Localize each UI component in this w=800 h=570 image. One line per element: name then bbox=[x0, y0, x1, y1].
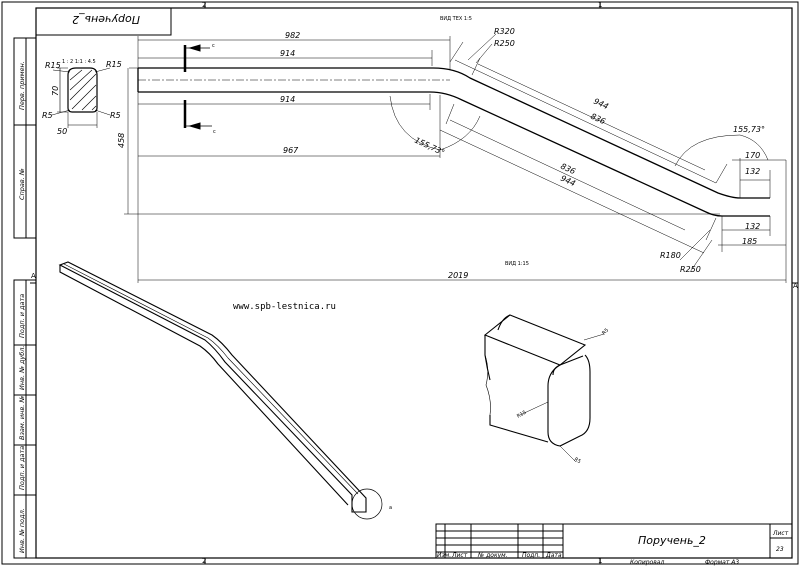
site-url: www.spb-lestnica.ru bbox=[233, 302, 336, 312]
dim-angle-right: 155,73° bbox=[733, 125, 765, 134]
strip-label-dupl: Инв. № дубл. bbox=[18, 346, 26, 390]
title-block bbox=[435, 523, 793, 559]
dim-132-bottom: 132 bbox=[745, 222, 760, 231]
top-view-note: ВИД ТЕХ 1:5 bbox=[440, 16, 472, 22]
scale-note: ВИД 1:15 bbox=[505, 261, 529, 267]
dimension-labels: 982 914 914 967 458 2019 ВИД 1:15 R320 R… bbox=[117, 27, 765, 280]
dim-angle-left: 155,73° bbox=[413, 136, 446, 158]
profile-section bbox=[51, 67, 111, 128]
zone-bottom-right: 1 bbox=[598, 557, 602, 565]
dim-967: 967 bbox=[283, 146, 299, 155]
strip-label-orig: Инв. № подл. bbox=[18, 508, 26, 553]
dim-914-top: 914 bbox=[280, 49, 295, 58]
handrail-side-view bbox=[137, 67, 770, 217]
dim-944-top: 944 bbox=[592, 97, 610, 112]
dim-944-bottom: 944 bbox=[559, 174, 577, 189]
title-block-col-change: Изм. bbox=[437, 552, 451, 559]
mirrored-title-box: Поручень_2 bbox=[35, 7, 172, 36]
section-width: 50 bbox=[57, 127, 67, 136]
cut-label-bottom: с bbox=[213, 129, 216, 135]
section-height: 70 bbox=[51, 86, 60, 96]
strip-label-replace: Взам. инв. № bbox=[18, 396, 26, 440]
detail-label-bottom: R5 bbox=[573, 457, 582, 466]
title-block-col-sheet: Лист bbox=[451, 552, 468, 559]
section-r-top-right: R15 bbox=[106, 60, 122, 69]
handrail-isometric-view bbox=[58, 261, 383, 520]
section-r-bottom-right: R5 bbox=[110, 111, 121, 120]
left-strip-labels: Перв. примен. Справ. № Подп. и дата Инв.… bbox=[18, 61, 26, 553]
section-note: 1 : 2 1:1 : 4.5 bbox=[62, 59, 96, 65]
title-block-col-doc: № докум. bbox=[477, 552, 508, 559]
dim-r180: R180 bbox=[660, 251, 681, 260]
zone-side-left: А bbox=[31, 272, 36, 280]
zone-markers: 2 1 2 1 А А bbox=[31, 1, 798, 565]
zone-side-right: А bbox=[793, 282, 798, 290]
title-block-col-date: Дата bbox=[545, 552, 562, 559]
dim-170: 170 bbox=[745, 151, 760, 160]
zone-top-left: 2 bbox=[202, 1, 206, 9]
dim-982: 982 bbox=[285, 31, 300, 40]
detail-circle-label: а bbox=[389, 505, 392, 511]
cut-label-top: с bbox=[212, 43, 215, 49]
strip-label-sign-date-1: Подп. и дата bbox=[18, 294, 26, 338]
zone-bottom-left: 2 bbox=[202, 557, 206, 565]
title-block-col-sign: Подп. bbox=[522, 552, 540, 559]
dim-914-bottom: 914 bbox=[280, 95, 295, 104]
cut-markers bbox=[183, 44, 212, 130]
detail-label-top: R5 bbox=[601, 327, 610, 336]
dim-r250-bottom: R250 bbox=[680, 265, 701, 274]
dim-132-top: 132 bbox=[745, 167, 760, 176]
section-r-bottom-left: R5 bbox=[42, 111, 53, 120]
dim-r250-top: R250 bbox=[494, 39, 515, 48]
construction-lines bbox=[124, 33, 787, 283]
mirrored-title: Поручень_2 bbox=[72, 13, 140, 26]
dim-185: 185 bbox=[742, 237, 757, 246]
strip-label-ref-no: Справ. № bbox=[18, 168, 26, 200]
title-block-copied: Копировал bbox=[630, 559, 664, 566]
end-detail-view bbox=[483, 314, 605, 463]
title-block-sheet-label: Лист bbox=[772, 530, 789, 537]
dim-836-top: 836 bbox=[589, 112, 607, 127]
dim-458: 458 bbox=[117, 133, 126, 148]
title-block-name: Поручень_2 bbox=[638, 534, 706, 547]
strip-label-first-use: Перв. примен. bbox=[18, 61, 26, 110]
zone-top-right: 1 bbox=[598, 1, 602, 9]
section-r-top-left: R15 bbox=[45, 61, 61, 70]
detail-label-mid: R15 bbox=[516, 410, 528, 420]
dim-r320: R320 bbox=[494, 27, 515, 36]
title-block-format: Формат А3 bbox=[705, 559, 739, 566]
left-strip bbox=[13, 37, 37, 559]
strip-label-sign-date-2: Подп. и дата bbox=[18, 446, 26, 490]
dim-2019: 2019 bbox=[448, 271, 468, 280]
title-block-sheet-number: 23 bbox=[776, 546, 784, 553]
